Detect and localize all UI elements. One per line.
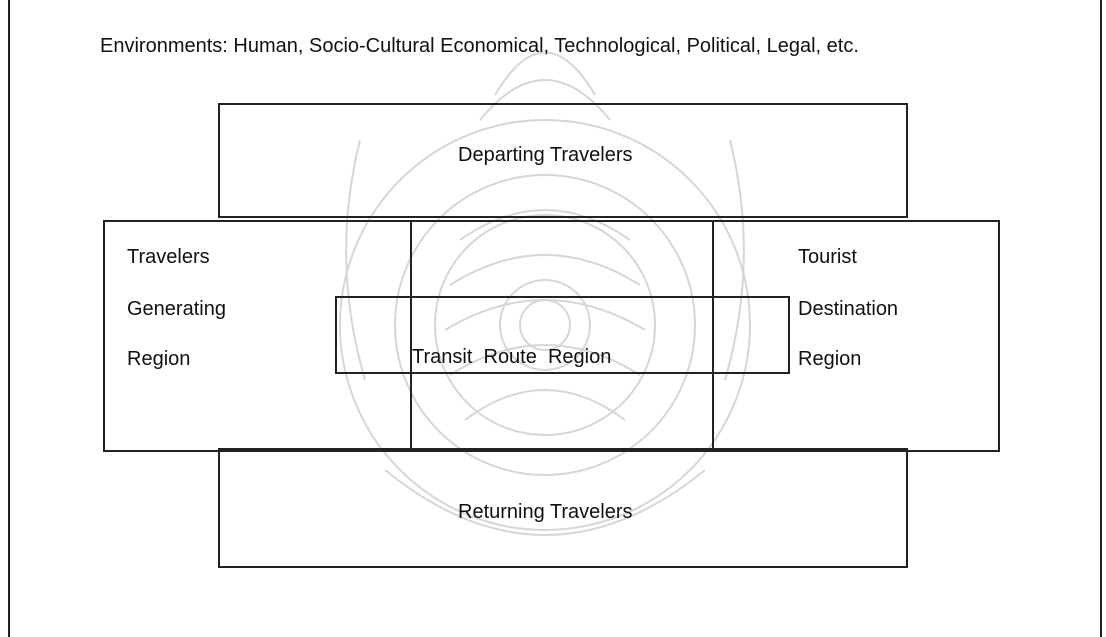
- generating-region-divider: [410, 220, 412, 452]
- destination-region-line-2: Destination: [798, 298, 899, 320]
- returning-travelers-box: [218, 448, 908, 568]
- transit-route-region-label: Transit Route Region: [412, 346, 612, 368]
- departing-travelers-box: [218, 103, 908, 218]
- region-band-box: [103, 220, 1000, 452]
- destination-region-line-3: Region: [798, 348, 862, 370]
- transit-route-region-box: [335, 296, 790, 374]
- generating-region-line-2: Generating: [127, 298, 226, 320]
- departing-travelers-label: Departing Travelers: [458, 144, 633, 166]
- destination-region-line-1: Tourist: [798, 246, 857, 268]
- environments-label: Environments: Human, Socio-Cultural Econ…: [100, 35, 859, 57]
- returning-travelers-label: Returning Travelers: [458, 501, 633, 523]
- destination-region-divider: [712, 220, 714, 452]
- generating-region-line-3: Region: [127, 348, 191, 370]
- generating-region-line-1: Travelers: [127, 246, 210, 268]
- diagram-frame: [8, 0, 1102, 637]
